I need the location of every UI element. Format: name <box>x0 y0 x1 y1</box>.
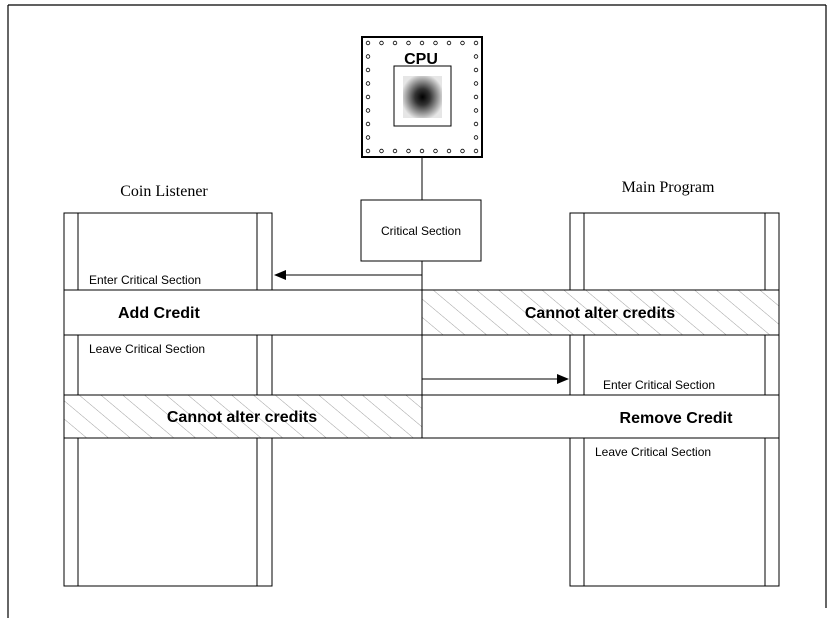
cpu-pin <box>473 121 479 127</box>
main-enter-critical-label: Enter Critical Section <box>603 378 715 392</box>
cpu-pin <box>419 40 425 46</box>
cpu-pin <box>365 54 371 59</box>
cpu-pin <box>365 94 371 100</box>
cpu-pin <box>473 67 479 73</box>
add-credit-label: Add Credit <box>118 305 200 322</box>
coin-cannot-alter-label: Cannot alter credits <box>167 409 317 426</box>
cpu-pins <box>365 40 479 154</box>
cpu-pin <box>365 81 371 86</box>
main-program-title: Main Program <box>622 179 715 196</box>
cpu-pin <box>473 54 479 59</box>
cpu-pin <box>433 40 438 46</box>
cpu-pin <box>460 148 465 154</box>
cpu-icon: CPU <box>361 36 483 158</box>
cpu-pin <box>365 148 371 154</box>
main-cannot-alter-label: Cannot alter credits <box>525 305 675 322</box>
add-credit-band <box>63 289 423 336</box>
remove-credit-label: Remove Credit <box>620 410 734 427</box>
main-leave-critical-label: Leave Critical Section <box>595 445 711 459</box>
cpu-pin <box>473 108 479 113</box>
cpu-pin <box>406 40 411 46</box>
cpu-pin <box>473 148 479 154</box>
cpu-pin <box>473 81 479 86</box>
cpu-pin <box>446 40 452 46</box>
cpu-pin <box>473 135 479 140</box>
cpu-pin <box>392 148 398 154</box>
outer-frame <box>7 4 827 618</box>
remove-credit-band <box>421 394 780 439</box>
cpu-pin <box>365 108 371 113</box>
critical-section-box: Critical Section <box>360 199 482 262</box>
coin-listener-title: Coin Listener <box>120 183 208 200</box>
cpu-pin <box>473 94 479 100</box>
coin-enter-critical-label: Enter Critical Section <box>89 273 201 287</box>
cpu-pin <box>473 40 479 46</box>
main-blocked-band <box>421 289 780 336</box>
cpu-pin <box>446 148 452 154</box>
cpu-pin <box>406 148 411 154</box>
cpu-pin <box>460 40 465 46</box>
cpu-pin <box>365 40 371 46</box>
critical-section-label: Critical Section <box>381 224 461 238</box>
cpu-pin <box>419 148 425 154</box>
cpu-pin <box>433 148 438 154</box>
cpu-pin <box>365 67 371 73</box>
cpu-pin <box>365 135 371 140</box>
coin-leave-critical-label: Leave Critical Section <box>89 342 205 356</box>
cpu-label: CPU <box>404 51 438 68</box>
cpu-pin <box>365 121 371 127</box>
cpu-pin <box>379 148 384 154</box>
cpu-pin <box>392 40 398 46</box>
cpu-pin <box>379 40 384 46</box>
